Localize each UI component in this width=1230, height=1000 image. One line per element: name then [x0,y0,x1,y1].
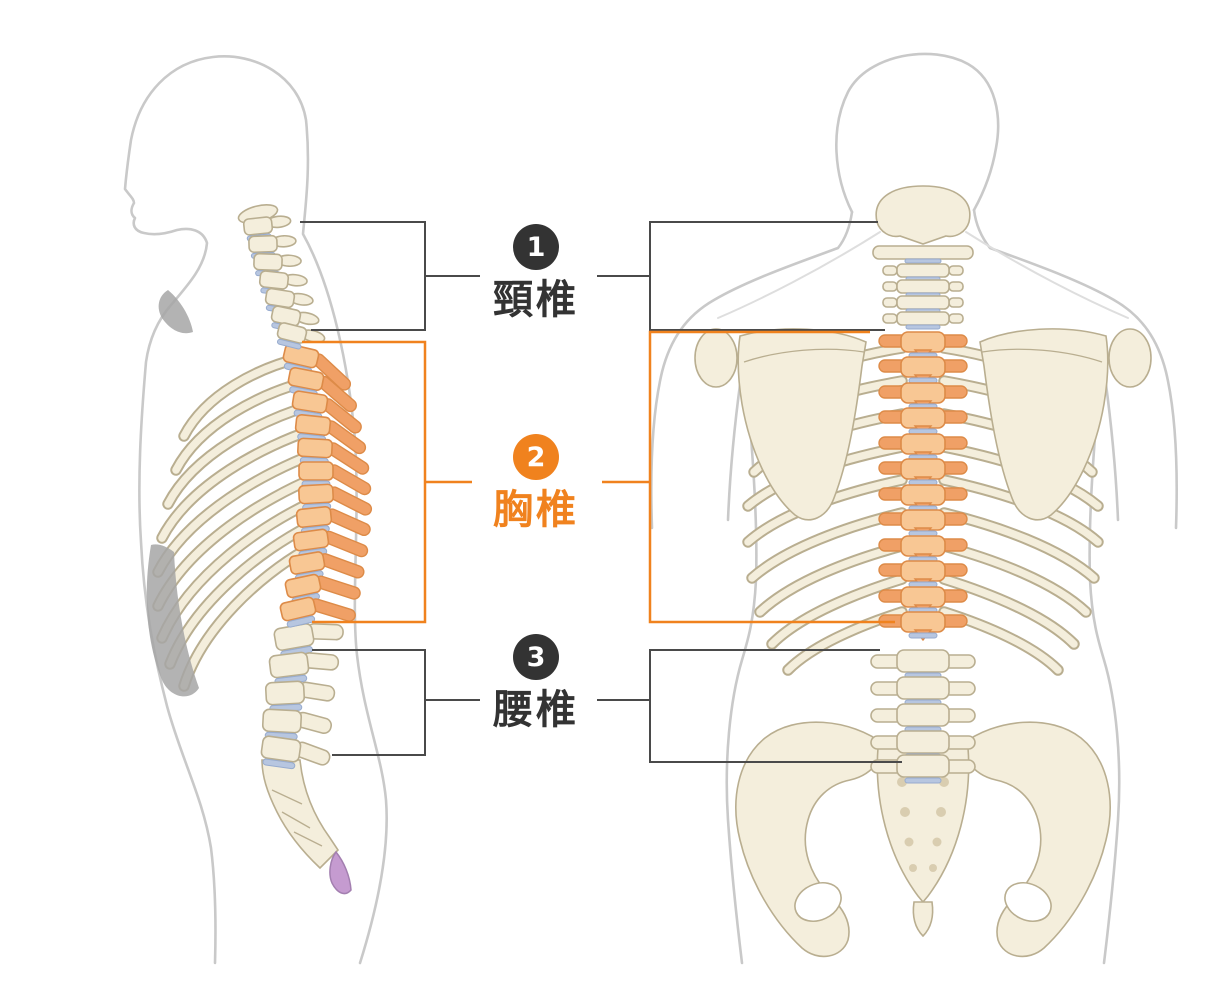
pelvis-wing-left [735,721,886,958]
thoracic-bracket-right [648,330,895,624]
cervical-label: 1 頸椎 [474,224,598,320]
costal-cartilage-shading [146,544,199,697]
lumbar-label: 3 腰椎 [474,634,598,730]
side-view-figure [123,55,388,965]
lumbar-bracket-left [312,649,426,756]
thoracic-number: 2 [526,441,546,473]
thoracic-number-badge: 2 [513,434,559,480]
back-cervical-spine [872,245,974,330]
thoracic-bracket [302,330,895,624]
lumbar-bracket-right [649,649,902,763]
cervical-label-text: 頸椎 [493,277,579,323]
back-left-shoulder-arm-outline [650,210,854,530]
back-coccyx [912,901,934,938]
cervical-bracket-right [649,221,885,331]
back-skull-base [875,185,971,245]
thoracic-label: 2 胸椎 [474,434,598,530]
back-lumbar-spine [870,649,976,784]
side-coccyx [329,850,352,895]
back-head-outline [835,52,1000,214]
back-sacrum [876,744,970,938]
side-cervical-spine [237,204,327,356]
trapezius-line-left [717,231,881,319]
pelvis-wing-right [960,721,1111,958]
cervical-bracket [300,221,885,331]
trapezius-line-right [965,231,1129,319]
lumbar-number-badge: 3 [513,634,559,680]
side-lumbar-spine [258,616,348,775]
side-sacrum [261,759,340,870]
lumbar-label-text: 腰椎 [493,687,579,733]
lumbar-bracket [312,649,902,763]
back-view-figure [650,52,1178,965]
shoulder-cartilage-shading [158,290,193,334]
cervical-number: 1 [526,231,546,263]
thoracic-label-text: 胸椎 [493,487,579,533]
cervical-bracket-left [300,221,426,331]
lumbar-number: 3 [526,641,546,673]
cervical-number-badge: 1 [513,224,559,270]
